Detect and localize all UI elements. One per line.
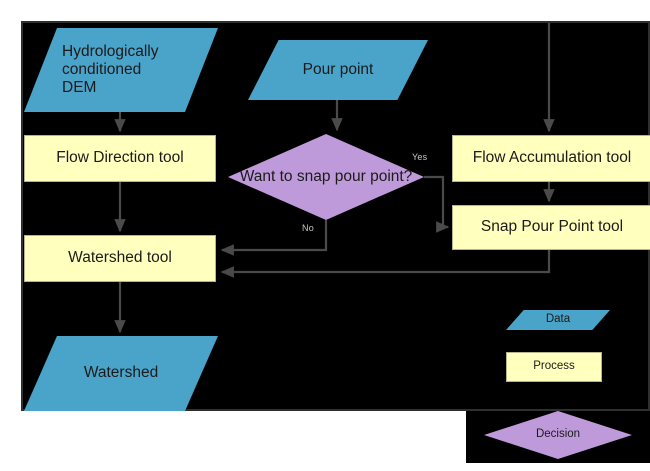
node-flow-accumulation-tool[interactable]: Flow Accumulation tool: [452, 135, 650, 182]
node-flow-direction-tool[interactable]: Flow Direction tool: [24, 135, 216, 182]
legend-item-data: Data: [506, 310, 610, 330]
node-label: Snap Pour Point tool: [480, 218, 624, 236]
node-label: Watershed tool: [68, 249, 172, 267]
node-watershed-tool[interactable]: Watershed tool: [24, 235, 216, 282]
node-label: Want to snap pour point?: [239, 167, 413, 185]
node-watershed-output[interactable]: Watershed: [24, 336, 218, 411]
edge-label-yes: Yes: [412, 152, 428, 162]
legend-item-process: Process: [506, 352, 602, 382]
node-hydrologically-conditioned-dem[interactable]: Hydrologically conditioned DEM: [24, 28, 218, 112]
node-label: Flow Accumulation tool: [472, 149, 632, 167]
legend-label: Data: [545, 313, 571, 326]
node-label: Hydrologically conditioned DEM: [62, 42, 159, 97]
node-label: Watershed: [83, 364, 159, 382]
node-label: Pour point: [302, 60, 374, 78]
legend-label: Decision: [535, 428, 581, 441]
node-pour-point[interactable]: Pour point: [248, 40, 428, 100]
node-snap-pour-point-tool[interactable]: Snap Pour Point tool: [452, 205, 650, 250]
edge-label-no: No: [302, 223, 314, 233]
legend-label: Process: [533, 360, 575, 373]
node-label: Flow Direction tool: [56, 149, 184, 167]
